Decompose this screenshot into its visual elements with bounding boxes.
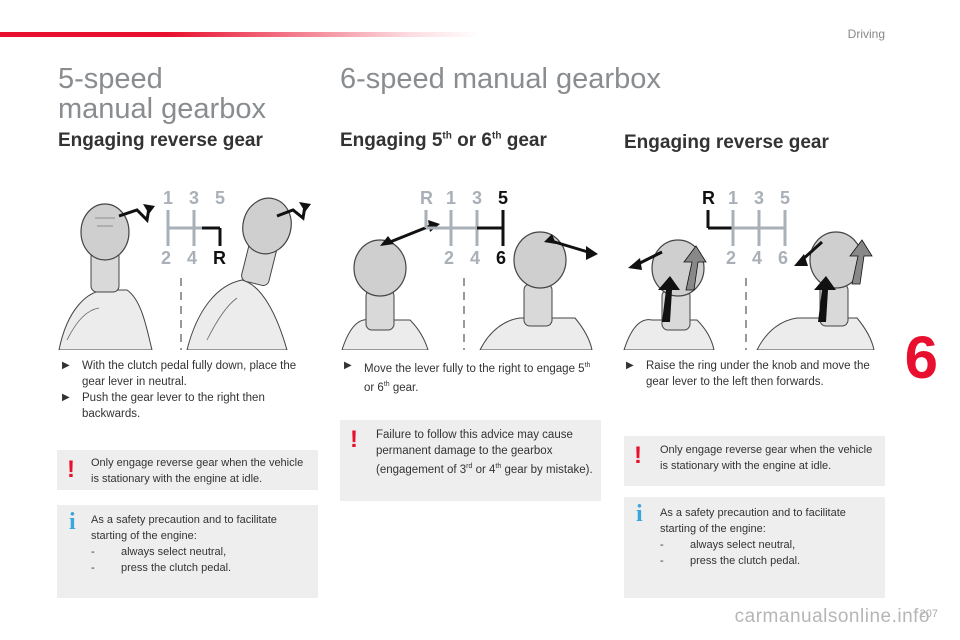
top-accent-bar: [0, 32, 480, 37]
col1-info-text: As a safety precaution and to facilitate…: [91, 514, 277, 574]
gear-label-r: R: [702, 188, 715, 208]
col2-warning-text: Failure to follow this advice may cause …: [376, 429, 593, 476]
col1-bullet-1: ▶With the clutch pedal fully down, place…: [62, 360, 297, 388]
col3-warning-box: ! Only engage reverse gear when the vehi…: [624, 436, 885, 486]
col1-subtitle: Engaging reverse gear: [58, 130, 263, 151]
exclamation-icon: !: [634, 442, 642, 469]
col2-bullet-1: ▶Move the lever fully to the right to en…: [344, 360, 591, 394]
gear-label-2: 2: [726, 248, 736, 268]
chapter-number: 6: [904, 324, 938, 391]
col3-illustration: R 1 3 5 2 4 6: [622, 180, 884, 350]
info-icon: i: [636, 501, 643, 527]
watermark-text: carmanualsonline.info: [734, 606, 930, 627]
col1-title: 5-speed manual gearbox: [58, 64, 266, 124]
col3-bullet-1: ▶Raise the ring under the knob and move …: [626, 360, 870, 388]
col2-warning-box: ! Failure to follow this advice may caus…: [340, 420, 601, 501]
gear-label-6: 6: [778, 248, 788, 268]
exclamation-icon: !: [350, 426, 358, 453]
gear-label-1: 1: [163, 188, 173, 208]
gear-label-3: 3: [754, 188, 764, 208]
arrow-bullet-icon: ▶: [62, 392, 70, 403]
gear-label-4: 4: [187, 248, 197, 268]
gear-label-2: 2: [444, 248, 454, 268]
gear-label-6: 6: [496, 248, 506, 268]
col1-warning-text: Only engage reverse gear when the vehicl…: [91, 457, 304, 485]
gear-label-5: 5: [780, 188, 790, 208]
gear-label-3: 3: [189, 188, 199, 208]
section-title: Driving: [847, 27, 885, 41]
page-number: 207: [919, 608, 938, 620]
gear-label-3: 3: [472, 188, 482, 208]
gear-label-2: 2: [161, 248, 171, 268]
info-icon: i: [69, 509, 76, 535]
col2-instructions: ▶Move the lever fully to the right to en…: [342, 358, 592, 396]
col1-warning-box: ! Only engage reverse gear when the vehi…: [57, 450, 318, 490]
gear-label-1: 1: [728, 188, 738, 208]
col1-instructions: ▶With the clutch pedal fully down, place…: [60, 358, 318, 422]
arrow-bullet-icon: ▶: [344, 360, 352, 371]
gear-label-r: R: [213, 248, 226, 268]
col2-title: 6-speed manual gearbox: [340, 63, 661, 95]
col1-bullet-2: ▶Push the gear lever to the right then b…: [62, 392, 265, 420]
col3-instructions: ▶Raise the ring under the knob and move …: [624, 358, 874, 390]
exclamation-icon: !: [67, 456, 75, 483]
col3-info-box: i As a safety precaution and to facilita…: [624, 497, 885, 598]
col1-title-line2: manual gearbox: [58, 93, 266, 125]
col2-illustration: R 1 3 5 2 4 6: [340, 180, 602, 350]
col3-warning-text: Only engage reverse gear when the vehicl…: [660, 444, 873, 472]
gear-label-5: 5: [215, 188, 225, 208]
gear-label-4: 4: [752, 248, 762, 268]
arrow-bullet-icon: ▶: [626, 360, 634, 371]
col1-info-box: i As a safety precaution and to facilita…: [57, 505, 318, 598]
gear-label-r: R: [420, 188, 433, 208]
col3-subtitle: Engaging reverse gear: [624, 132, 829, 153]
gear-label-4: 4: [470, 248, 480, 268]
col1-illustration: 1 3 5 2 4 R: [57, 180, 319, 350]
gear-label-5: 5: [498, 188, 508, 208]
col1-title-line1: 5-speed: [58, 63, 163, 95]
col3-info-text: As a safety precaution and to facilitate…: [660, 507, 846, 567]
gear-label-1: 1: [446, 188, 456, 208]
arrow-bullet-icon: ▶: [62, 360, 70, 371]
col2-subtitle: Engaging 5th or 6th gear: [340, 130, 547, 151]
